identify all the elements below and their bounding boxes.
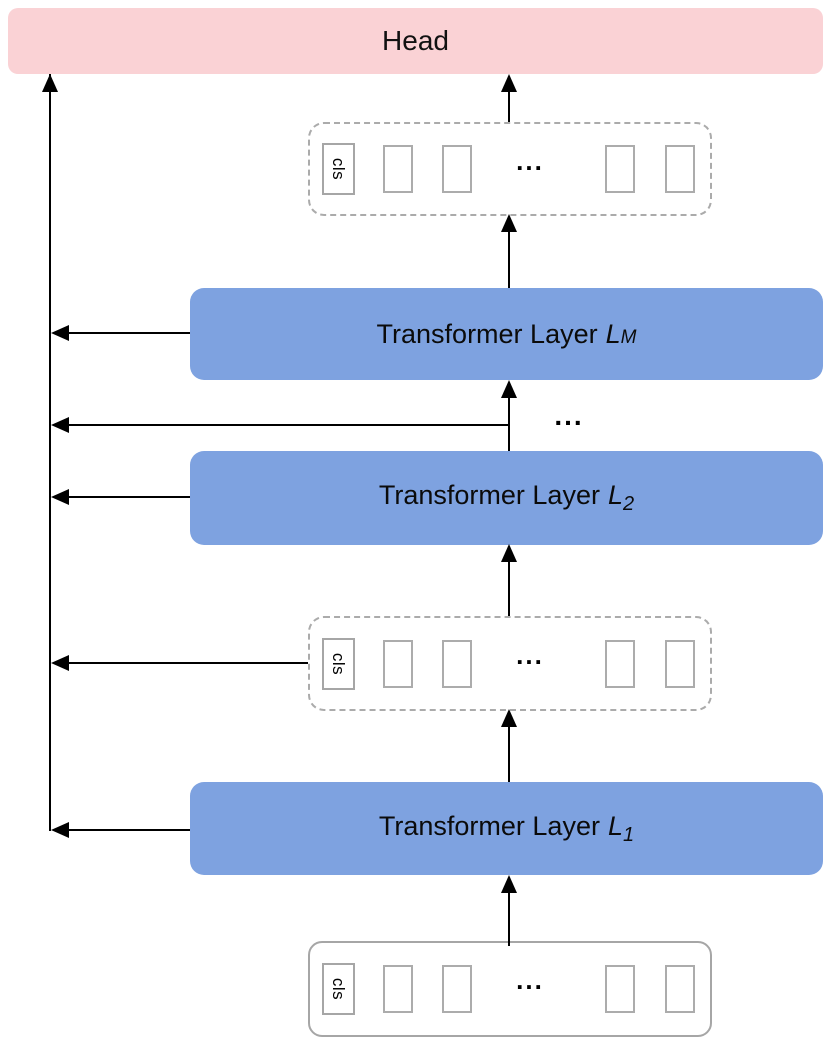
arrow-line-l2-to-lm [508,395,510,451]
token-box [442,145,472,193]
cls-label: cls [329,652,349,675]
arrow-line-left-from-l1 [66,829,190,831]
arrow-line-l1-to-tokens [508,724,510,782]
token-row-hidden-middle: cls ... [308,616,712,711]
arrowhead-tokens-to-head [501,74,517,92]
cls-label: cls [329,977,349,1001]
head-label: Head [382,25,449,56]
token-box [665,639,695,688]
arrow-line-left-from-mid-branch [66,424,509,426]
arrowhead-l1-to-tokens [501,709,517,727]
arrow-line-left-from-token-row [66,662,308,664]
arrow-line-input-to-l1 [508,890,510,946]
layer-symbol: L [607,480,623,510]
ellipsis: ... [516,146,544,176]
cls-token: cls [322,143,355,195]
arrow-line-tokens-to-head [508,89,510,122]
ellipsis: ... [516,965,544,995]
arrowhead-up-into-head [42,74,58,92]
token-row-output-top: cls ... [308,122,712,216]
token-box [605,145,635,193]
token-box [383,965,413,1013]
arrowhead-left-from-token-row [51,655,69,671]
cls-collector-line [49,74,51,831]
arrow-line-left-from-lm [66,332,190,334]
arrowhead-lm-to-tokens [501,214,517,232]
arrow-line-left-from-l2 [66,496,190,498]
token-box [665,965,695,1013]
layer-label-prefix: Transformer Layer [378,480,600,510]
arrowhead-into-lm [501,380,517,398]
cls-label: cls [329,157,349,181]
arrowhead-left-from-l1 [51,822,69,838]
layer-label-prefix: Transformer Layer [376,318,598,349]
cls-token: cls [322,963,355,1015]
token-box [383,145,413,193]
token-box [665,145,695,193]
cls-token: cls [322,637,355,690]
arrowhead-into-l2 [501,544,517,562]
arrow-line-tokens-to-l2 [508,559,510,616]
layer-subscript: M [620,326,637,348]
arrowhead-left-from-mid-branch [51,417,69,433]
token-box [605,639,635,688]
token-box [383,639,413,688]
layer-subscript: 2 [622,493,635,515]
token-box [442,639,472,688]
arrowhead-into-l1 [501,875,517,893]
layer-label-prefix: Transformer Layer [378,810,600,841]
arrowhead-left-from-lm [51,325,69,341]
layer-symbol: L [605,318,621,349]
token-box [442,965,472,1013]
ellipsis: ... [516,640,544,670]
between-layers-ellipsis: ... [554,400,584,431]
arrow-line-lm-to-tokens [508,229,510,288]
layer-symbol: L [607,810,623,841]
head-box: Head [8,8,823,74]
arrowhead-left-from-l2 [51,489,69,505]
token-box [605,965,635,1013]
token-row-input-bottom: cls ... [308,941,712,1037]
layer-subscript: 1 [622,823,635,846]
